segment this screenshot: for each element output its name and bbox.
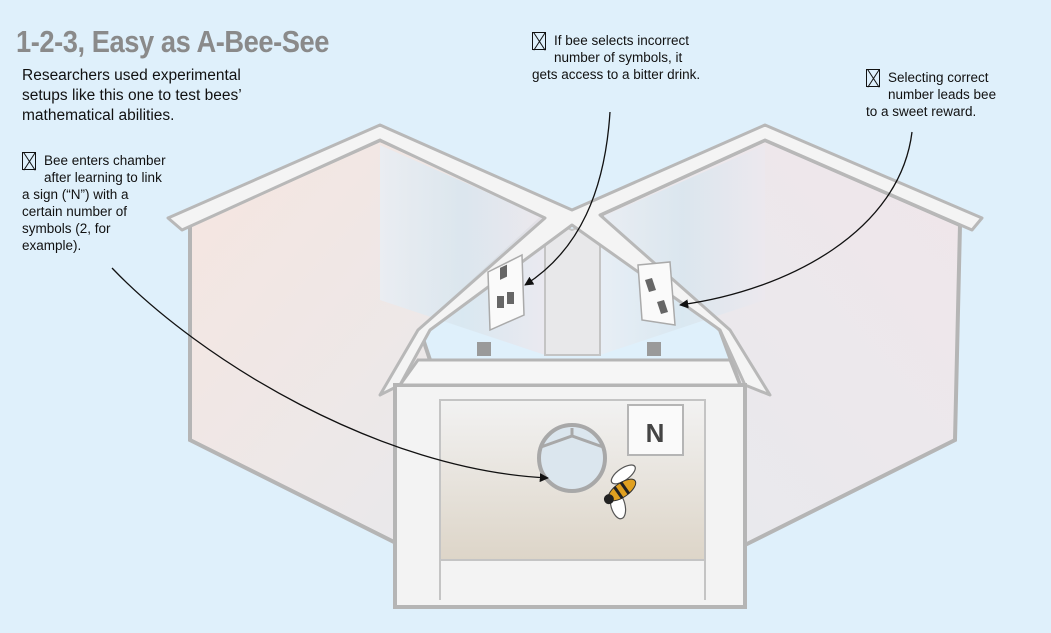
sign-n-card: N: [627, 404, 684, 456]
right-feeder: [647, 342, 661, 356]
missing-glyph-box-icon: [866, 69, 880, 87]
incorrect-symbol-card: [487, 253, 525, 332]
entry-hole: [537, 423, 607, 493]
callout-3: Selecting correct number leads bee to a …: [866, 69, 1011, 120]
correct-symbol-card: [637, 261, 676, 326]
intro-text: Researchers used experimental setups lik…: [22, 67, 242, 124]
left-feeder: [477, 342, 491, 356]
bee-icon: [603, 464, 637, 520]
page-title: 1-2-3, Easy as A-Bee-See: [16, 24, 329, 59]
callout-1-text: Bee enters chamber after learning to lin…: [22, 153, 166, 253]
missing-glyph-box-icon: [22, 152, 36, 170]
arrow-1: [111, 267, 549, 483]
callout-3-text: Selecting correct number leads bee to a …: [866, 70, 997, 119]
entry-chamber-top: [397, 358, 743, 387]
sign-n-label: N: [646, 418, 665, 448]
callout-2: If bee selects incorrect number of symbo…: [532, 32, 707, 83]
callout-1: Bee enters chamber after learning to lin…: [22, 152, 172, 254]
arrow-2: [524, 111, 611, 286]
missing-glyph-box-icon: [532, 32, 546, 50]
arrow-3: [679, 131, 913, 309]
callout-2-text: If bee selects incorrect number of symbo…: [532, 33, 701, 82]
